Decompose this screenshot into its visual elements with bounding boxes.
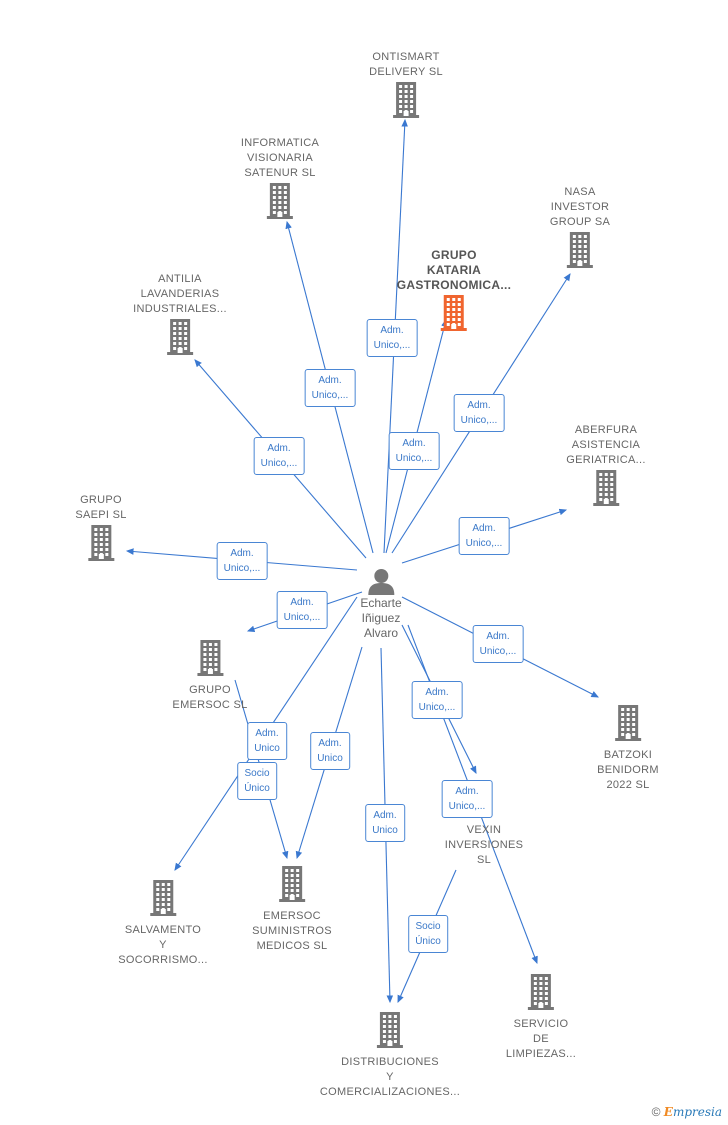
building-icon bbox=[86, 525, 116, 566]
company-label-line: DE bbox=[533, 1033, 549, 1045]
relation-label[interactable]: Adm.Unico,... bbox=[472, 625, 524, 663]
building-icon bbox=[277, 866, 307, 907]
company-label-line: ANTILIA bbox=[158, 273, 202, 285]
company-aberfura[interactable]: ABERFURA ASISTENCIA GERIATRICA... bbox=[566, 423, 645, 513]
copyright-symbol: © bbox=[651, 1105, 661, 1119]
building-icon bbox=[165, 319, 195, 360]
company-label-line: EMERSOC bbox=[263, 910, 321, 922]
building-icon bbox=[265, 183, 295, 224]
company-label-line: SATENUR SL bbox=[244, 167, 316, 179]
company-label-line: KATARIA bbox=[426, 263, 482, 277]
company-label-line: VEXIN bbox=[466, 824, 502, 836]
company-emersoc[interactable]: GRUPO EMERSOC SL bbox=[172, 638, 247, 713]
company-label-line: INVESTOR bbox=[550, 201, 610, 213]
company-label-line: DELIVERY SL bbox=[369, 66, 443, 78]
relation-label[interactable]: Adm.Unico,... bbox=[253, 437, 305, 475]
footer-brand: © Empresia bbox=[652, 1105, 722, 1119]
company-label-line: BENIDORM bbox=[597, 764, 659, 776]
relation-label[interactable]: Adm.Unico bbox=[247, 722, 287, 760]
company-ontismart[interactable]: ONTISMART DELIVERY SL bbox=[369, 50, 443, 125]
relation-label[interactable]: Adm.Unico,... bbox=[388, 432, 440, 470]
person-name-line3: Alvaro bbox=[363, 626, 399, 640]
company-salvamento[interactable]: SALVAMENTO Y SOCORRISMO... bbox=[118, 878, 207, 968]
company-label-line: ONTISMART bbox=[372, 51, 440, 63]
company-label-line: Y bbox=[159, 939, 167, 951]
company-label-line: SAEPI SL bbox=[75, 509, 127, 521]
company-label-line: SOCORRISMO... bbox=[118, 954, 208, 966]
building-icon bbox=[565, 232, 595, 273]
company-label-line: ASISTENCIA bbox=[571, 439, 641, 451]
building-icon-highlighted bbox=[439, 295, 469, 336]
company-batzoki[interactable]: BATZOKI BENIDORM 2022 SL bbox=[597, 703, 659, 793]
company-label-line: COMERCIALIZACIONES... bbox=[319, 1086, 461, 1098]
company-label-line: BATZOKI bbox=[603, 749, 653, 761]
company-label-line: GRUPO bbox=[80, 494, 122, 506]
company-antilia[interactable]: ANTILIA LAVANDERIAS INDUSTRIALES... bbox=[133, 272, 227, 362]
company-nasa[interactable]: NASA INVESTOR GROUP SA bbox=[550, 185, 610, 275]
company-label-line: GROUP SA bbox=[549, 216, 611, 228]
brand-logo: Empresia bbox=[663, 1105, 722, 1119]
person-name-line1: Echarte bbox=[360, 596, 402, 610]
building-icon bbox=[526, 974, 556, 1015]
company-label-line: GASTRONOMICA... bbox=[396, 278, 512, 292]
company-label-line: 2022 SL bbox=[606, 779, 650, 791]
company-saepi[interactable]: GRUPO SAEPI SL bbox=[75, 493, 126, 568]
company-label-line: GRUPO bbox=[189, 684, 231, 696]
company-label-line: GERIATRICA... bbox=[566, 454, 646, 466]
company-distribuciones[interactable]: DISTRIBUCIONES Y COMERCIALIZACIONES... bbox=[320, 1010, 460, 1100]
company-informatica[interactable]: INFORMATICA VISIONARIA SATENUR SL bbox=[241, 136, 319, 226]
company-servicio[interactable]: SERVICIO DE LIMPIEZAS... bbox=[506, 972, 576, 1062]
building-icon bbox=[391, 82, 421, 123]
company-label-line: NASA bbox=[564, 186, 596, 198]
company-label-line: VISIONARIA bbox=[247, 152, 313, 164]
company-label-line: INDUSTRIALES... bbox=[133, 303, 227, 315]
relation-label[interactable]: Adm.Unico,... bbox=[276, 591, 328, 629]
company-label-line: SERVICIO bbox=[513, 1018, 569, 1030]
relation-label[interactable]: Adm.Unico,... bbox=[458, 517, 510, 555]
person-icon bbox=[367, 569, 394, 595]
relation-label[interactable]: Adm.Unico,... bbox=[453, 394, 505, 432]
company-emersoc-suministros[interactable]: EMERSOC SUMINISTROS MEDICOS SL bbox=[252, 864, 332, 954]
company-label-line: LAVANDERIAS bbox=[140, 288, 220, 300]
company-label-line: MEDICOS SL bbox=[256, 940, 328, 952]
company-label-line: INFORMATICA bbox=[240, 137, 320, 149]
relation-label[interactable]: Adm.Unico bbox=[365, 804, 405, 842]
company-label-line: Y bbox=[386, 1071, 394, 1083]
company-label-line: SALVAMENTO bbox=[124, 924, 202, 936]
company-label-line: DISTRIBUCIONES bbox=[341, 1056, 439, 1068]
company-label-line: EMERSOC SL bbox=[172, 699, 248, 711]
company-label-line: LIMPIEZAS... bbox=[505, 1048, 577, 1060]
relation-label[interactable]: Adm.Unico bbox=[310, 732, 350, 770]
person-name-line2: Iñiguez bbox=[361, 611, 401, 625]
company-vexin[interactable]: VEXIN INVERSIONES SL bbox=[445, 823, 524, 868]
company-label-line: ABERFURA bbox=[574, 424, 638, 436]
relation-label[interactable]: Adm.Unico,... bbox=[216, 542, 268, 580]
building-icon bbox=[591, 470, 621, 511]
building-icon bbox=[195, 640, 225, 681]
building-icon bbox=[375, 1012, 405, 1053]
relation-label[interactable]: Adm.Unico,... bbox=[304, 369, 356, 407]
building-icon bbox=[613, 705, 643, 746]
person-node[interactable]: Echarte Iñiguez Alvaro bbox=[360, 566, 402, 641]
relation-label[interactable]: Adm.Unico,... bbox=[366, 319, 418, 357]
company-kataria[interactable]: GRUPO KATARIA GASTRONOMICA... bbox=[397, 248, 512, 338]
relation-label[interactable]: Adm.Unico,... bbox=[411, 681, 463, 719]
company-label-line: INVERSIONES bbox=[444, 839, 524, 851]
company-label-line: GRUPO bbox=[431, 248, 477, 262]
building-icon bbox=[148, 880, 178, 921]
company-label-line: SUMINISTROS bbox=[252, 925, 332, 937]
company-label-line: SL bbox=[476, 854, 492, 866]
relation-label[interactable]: Adm.Unico,... bbox=[441, 780, 493, 818]
